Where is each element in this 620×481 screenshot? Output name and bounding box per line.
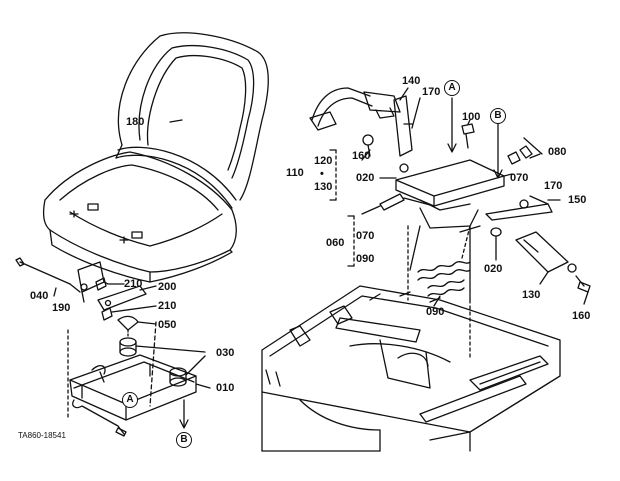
part-label-160-upper: 160 [352, 150, 371, 162]
part-label-dot: • [320, 168, 324, 180]
part-label-190: 190 [52, 302, 71, 314]
part-label-180: 180 [126, 116, 145, 128]
part-label-170-lower: 170 [544, 180, 563, 192]
part-label-140: 140 [402, 75, 421, 87]
part-label-170-upper: 170 [422, 86, 441, 98]
seat-drawing [44, 33, 269, 282]
part-label-210-upper: 210 [124, 278, 143, 290]
part-label-090-lower: 090 [426, 306, 445, 318]
reference-callout-b-left: B [176, 432, 192, 448]
suspension-drawing [262, 88, 590, 451]
part-label-150: 150 [568, 194, 587, 206]
part-label-200: 200 [158, 281, 177, 293]
part-label-070-lower: 070 [356, 230, 375, 242]
reference-callout-b-right: B [490, 108, 506, 124]
part-label-010: 010 [216, 382, 235, 394]
part-label-050: 050 [158, 319, 177, 331]
part-label-110: 110 [286, 167, 304, 179]
reference-callout-a-left: A [122, 392, 138, 408]
part-label-070-upper: 070 [510, 172, 529, 184]
part-label-020-lower: 020 [484, 263, 503, 275]
part-label-130-upper: 130 [314, 181, 333, 193]
drawing-number: TA860-18541 [18, 431, 66, 440]
part-label-160-lower: 160 [572, 310, 591, 322]
part-label-040: 040 [30, 290, 49, 302]
part-label-100: 100 [462, 111, 481, 123]
part-label-080: 080 [548, 146, 567, 158]
part-label-020-upper: 020 [356, 172, 375, 184]
reference-callout-a-right: A [444, 80, 460, 96]
part-label-210-lower: 210 [158, 300, 177, 312]
seat-bracket-drawing [16, 120, 210, 436]
part-label-030: 030 [216, 347, 235, 359]
part-label-060: 060 [326, 237, 345, 249]
part-label-120: 120 [314, 155, 333, 167]
part-label-130-lower: 130 [522, 289, 541, 301]
part-label-090-upper: 090 [356, 253, 375, 265]
